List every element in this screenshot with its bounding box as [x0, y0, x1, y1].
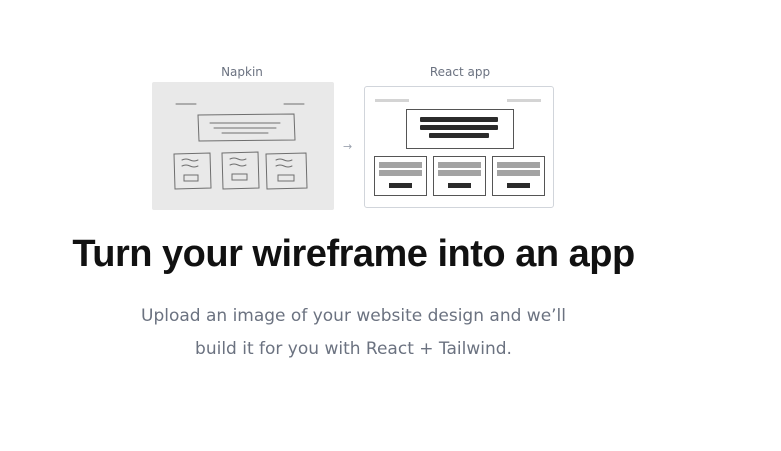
napkin-label: Napkin	[221, 65, 263, 79]
react-app-label: React app	[429, 65, 491, 79]
arrow-right-icon: →	[343, 140, 353, 153]
react-app-preview	[364, 86, 554, 208]
page-title: Turn your wireframe into an app	[72, 233, 635, 275]
subtitle-line-2: build it for you with React + Tailwind.	[195, 339, 512, 359]
napkin-sketch-image	[152, 82, 334, 210]
page-subtitle: Upload an image of your website design a…	[0, 300, 707, 366]
subtitle-line-1: Upload an image of your website design a…	[141, 306, 566, 326]
